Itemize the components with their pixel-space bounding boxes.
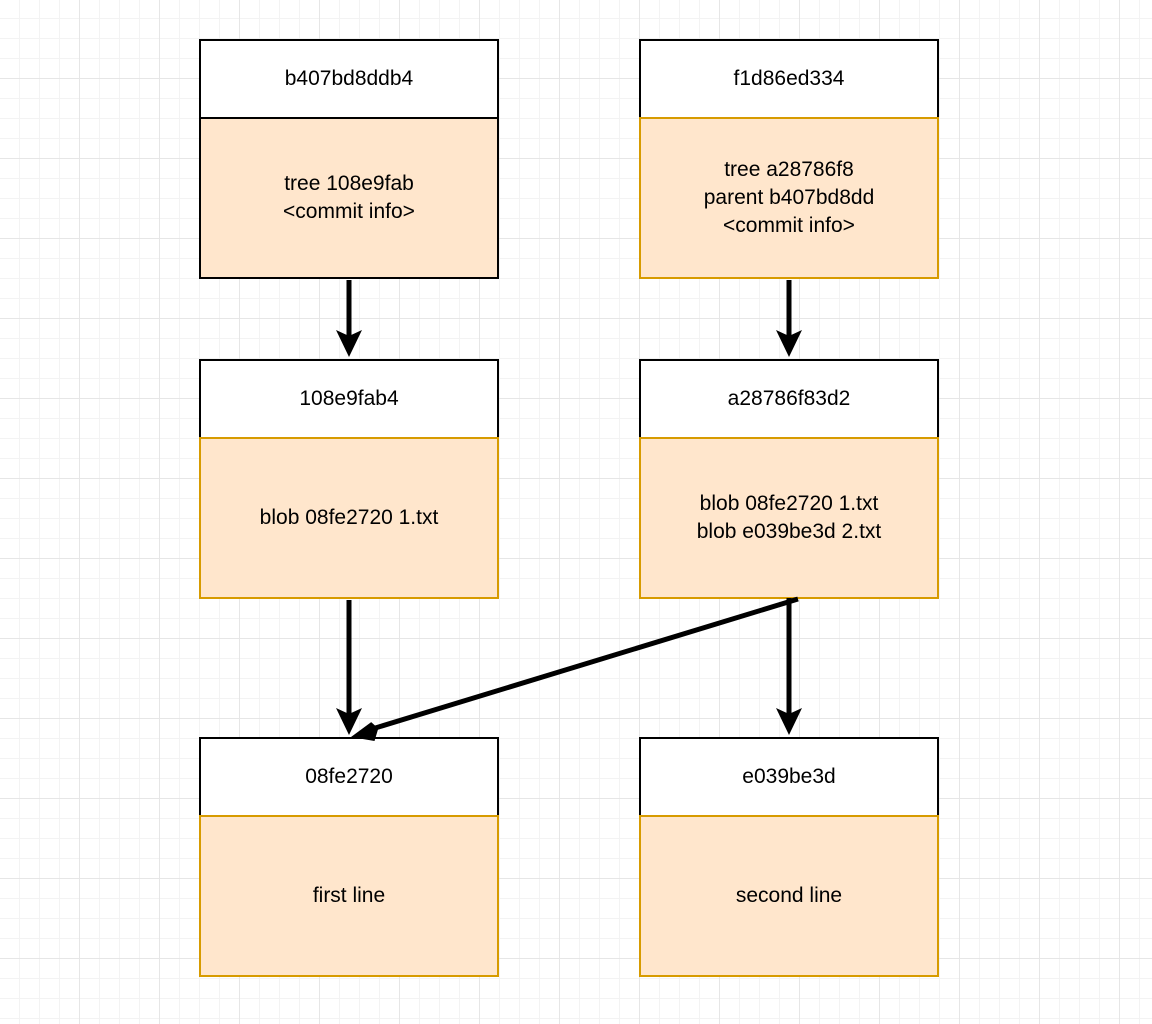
edge-tree2-to-blob2[interactable]: [776, 598, 802, 735]
node-line: tree a28786f8: [724, 158, 854, 181]
node-line: blob 08fe2720 1.txt: [259, 506, 439, 529]
node-hash: e039be3d: [639, 737, 939, 817]
node-content: blob 08fe2720 1.txt: [199, 437, 499, 599]
edge-tree2-to-blob1[interactable]: [351, 596, 799, 741]
node-line: <commit info>: [723, 214, 855, 237]
node-content: first line: [199, 815, 499, 977]
node-content: second line: [639, 815, 939, 977]
node-hash: f1d86ed334: [639, 39, 939, 119]
node-content: tree a28786f8 parent b407bd8dd <commit i…: [639, 117, 939, 279]
node-hash: a28786f83d2: [639, 359, 939, 439]
node-line: parent b407bd8dd: [703, 186, 875, 209]
edge-tree1-to-blob1[interactable]: [336, 600, 362, 735]
node-line: first line: [312, 884, 386, 907]
node-line: blob e039be3d 2.txt: [696, 520, 882, 543]
node-line: second line: [735, 884, 843, 907]
node-hash: 108e9fab4: [199, 359, 499, 439]
node-content: blob 08fe2720 1.txt blob e039be3d 2.txt: [639, 437, 939, 599]
edge-commit2-to-tree2[interactable]: [776, 280, 802, 357]
node-line: tree 108e9fab: [284, 172, 414, 195]
node-hash: 08fe2720: [199, 737, 499, 817]
node-content: tree 108e9fab <commit info>: [199, 117, 499, 279]
edge-commit1-to-tree1[interactable]: [336, 280, 362, 357]
node-line: <commit info>: [283, 200, 415, 223]
node-line: blob 08fe2720 1.txt: [699, 492, 879, 515]
node-hash: b407bd8ddb4: [199, 39, 499, 119]
